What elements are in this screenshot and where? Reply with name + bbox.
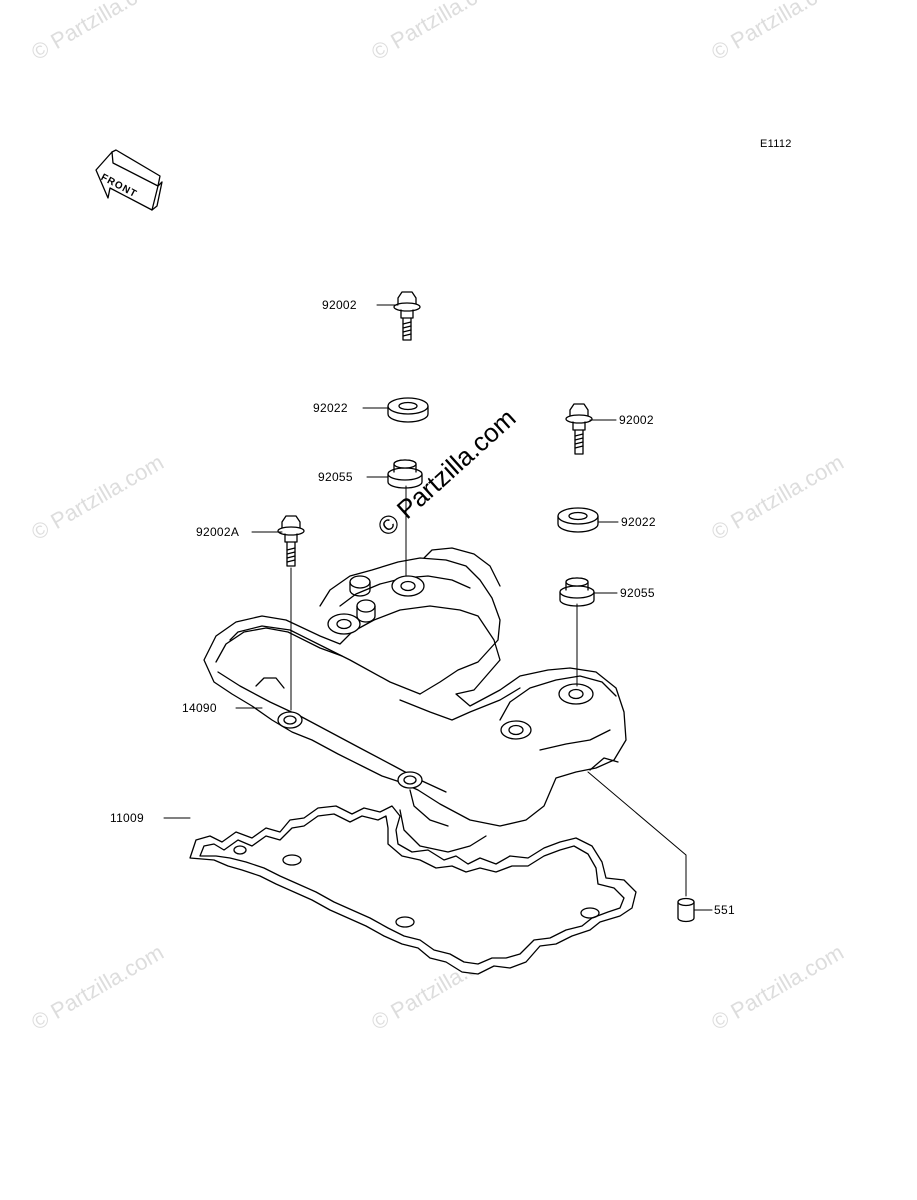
part-label: 551 xyxy=(714,903,735,917)
part-label: 14090 xyxy=(182,701,217,715)
washer-92022-right xyxy=(557,507,599,533)
grommet-92055-left xyxy=(387,459,423,489)
valve-cover-14090 xyxy=(203,547,627,853)
part-label: 11009 xyxy=(110,811,144,825)
washer-92022-left xyxy=(387,397,429,423)
bolt-92002-top xyxy=(393,291,421,341)
part-label: 92022 xyxy=(621,515,656,529)
part-label: 92002 xyxy=(619,413,654,427)
diagram-code: E1112 xyxy=(760,138,792,150)
dowel-551 xyxy=(677,897,695,923)
part-label: 92022 xyxy=(313,401,348,415)
gasket-11009 xyxy=(189,805,637,975)
part-label: 92055 xyxy=(620,586,655,600)
grommet-92055-right xyxy=(559,577,595,607)
bolt-92002a xyxy=(277,515,305,567)
bolt-92002-right xyxy=(565,403,593,455)
part-label: 92002 xyxy=(322,298,357,312)
part-label: 92002A xyxy=(196,525,240,539)
front-arrow-icon xyxy=(95,149,163,211)
part-label: 92055 xyxy=(318,470,353,484)
